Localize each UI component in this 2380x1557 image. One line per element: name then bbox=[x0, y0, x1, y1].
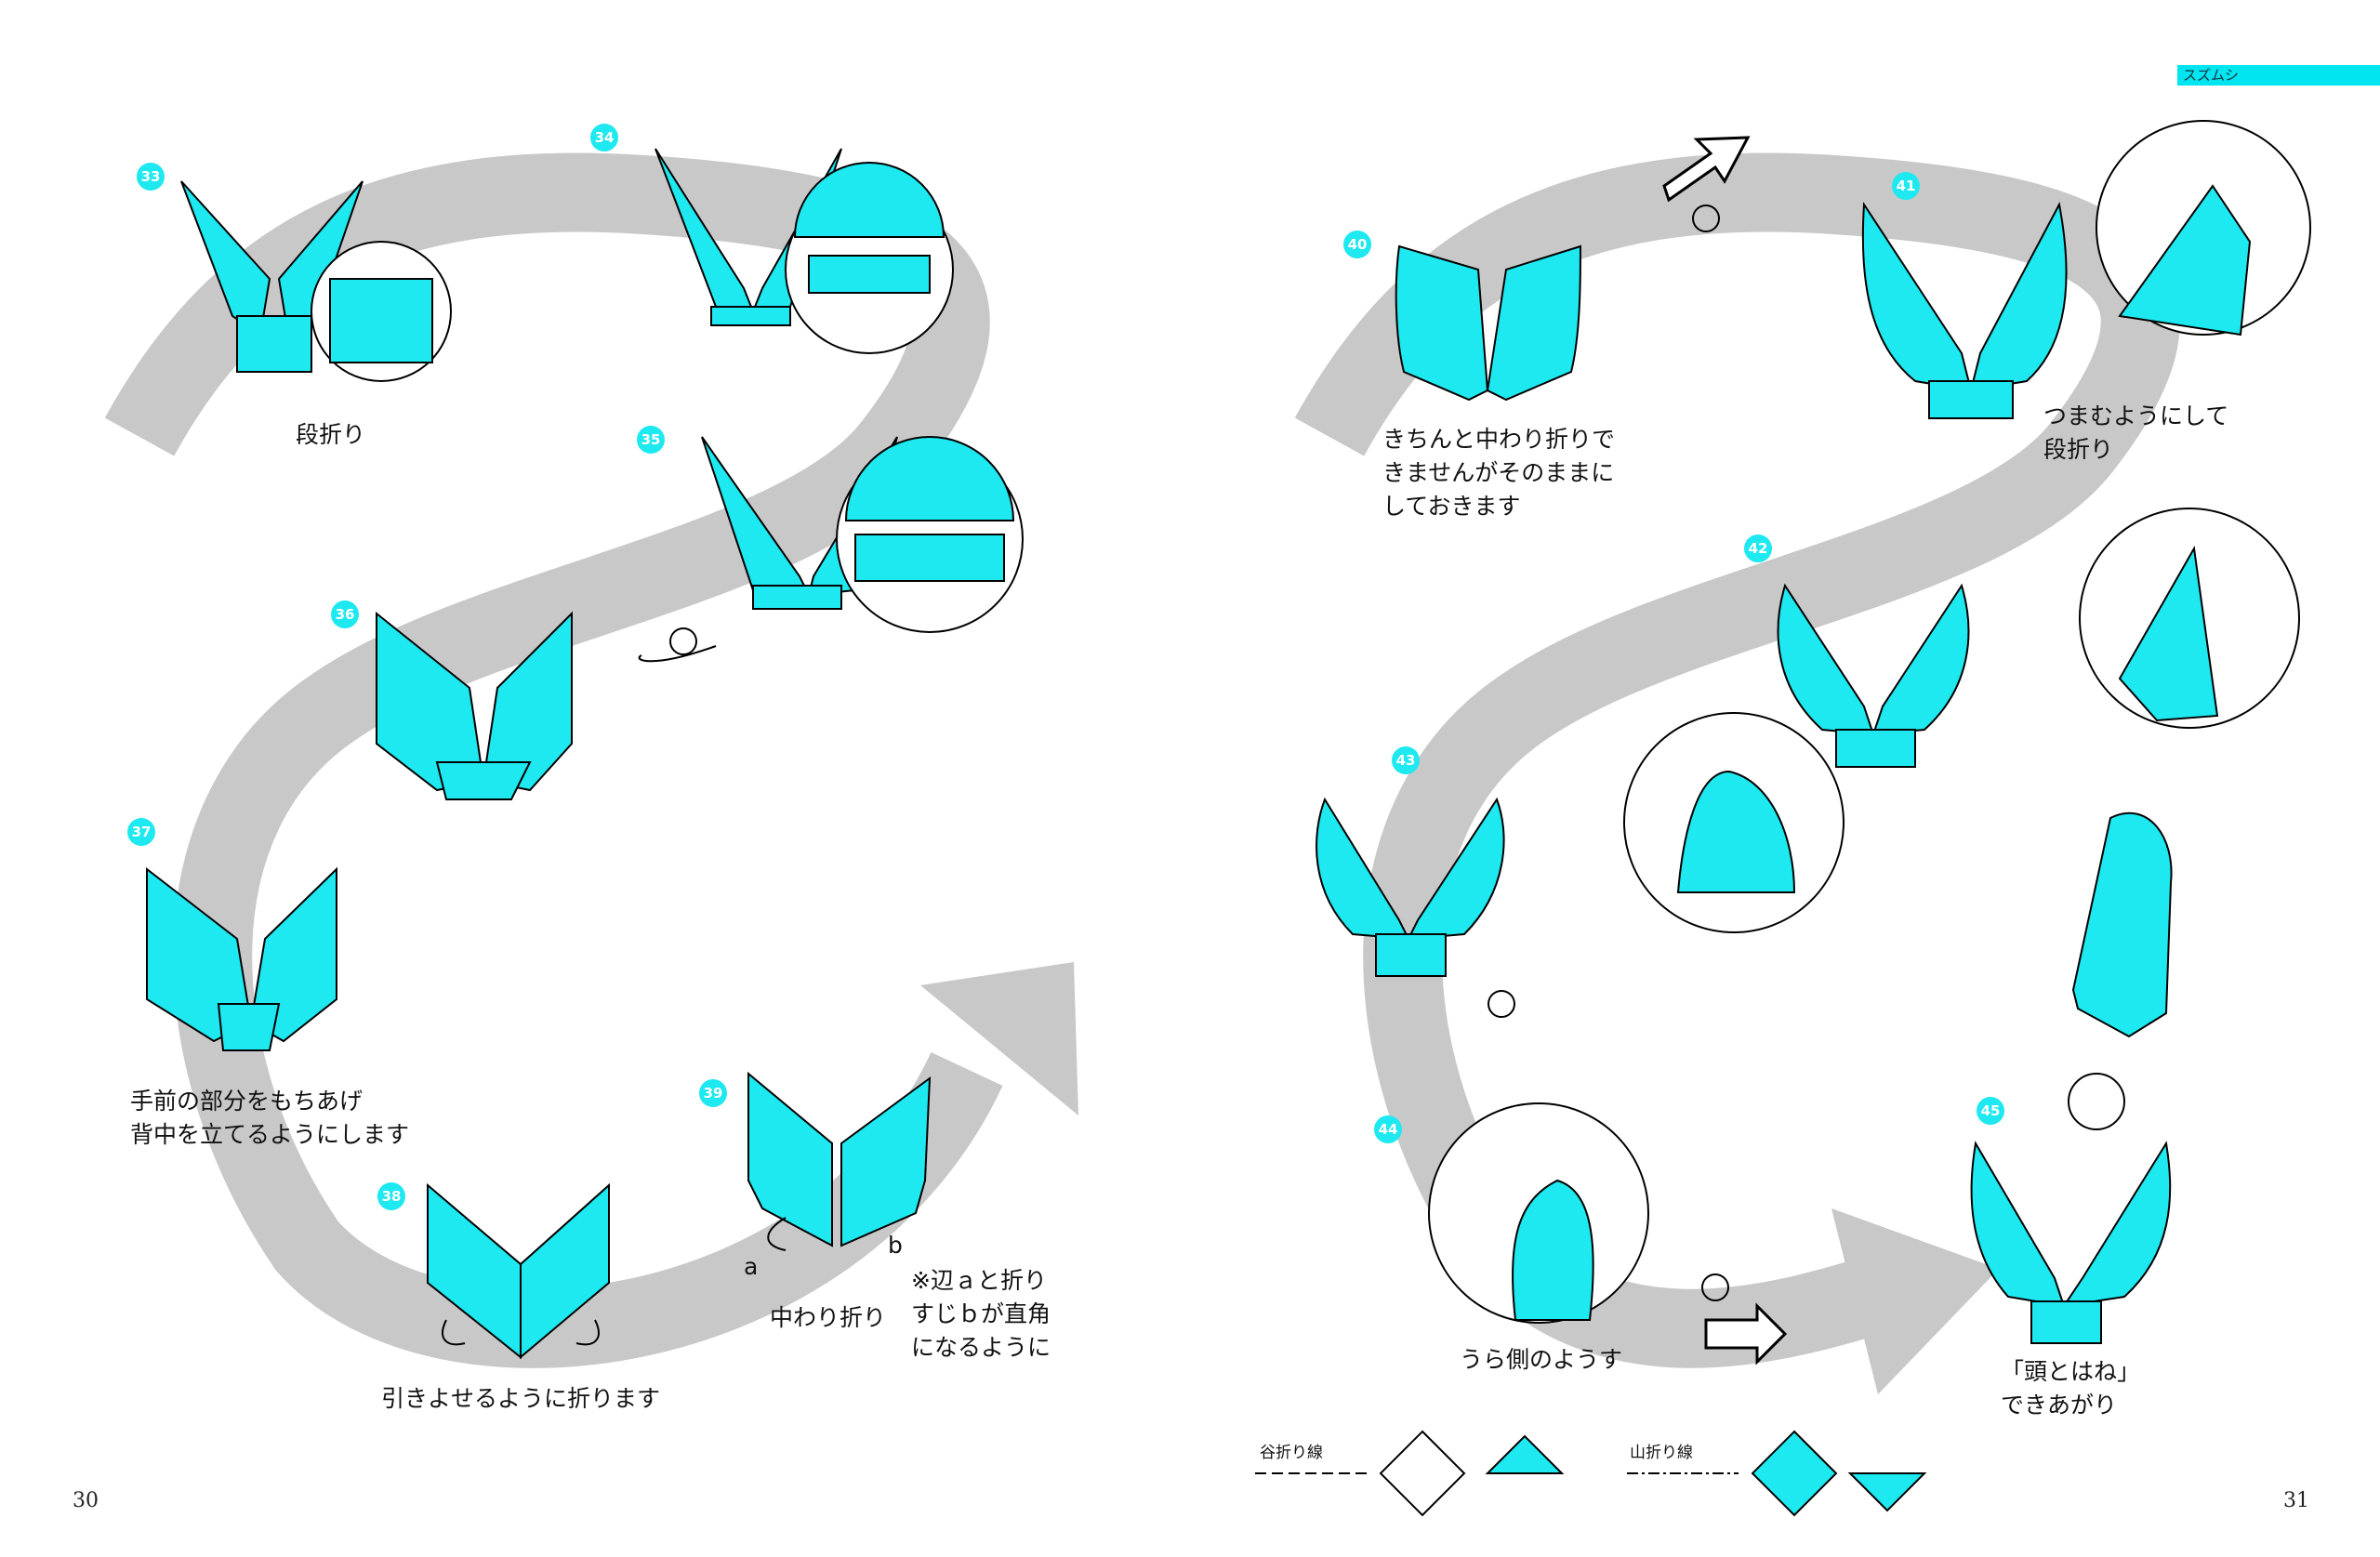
step-badge-35: 35 bbox=[637, 426, 665, 454]
model-33 bbox=[180, 180, 364, 373]
step-badge-44: 44 bbox=[1374, 1115, 1402, 1143]
caption-39-note: ※辺ａと折り すじｂが直角 になるように bbox=[911, 1267, 1051, 1361]
model-41 bbox=[1861, 201, 2068, 419]
step-badge-36: 36 bbox=[331, 600, 359, 628]
step-badge-37: 37 bbox=[127, 818, 155, 846]
model-45 bbox=[1970, 1141, 2172, 1344]
right-page-illustration bbox=[1255, 120, 2311, 1517]
caption-33: 段折り bbox=[296, 421, 366, 448]
label-edge-a: a bbox=[744, 1253, 759, 1280]
left-page-illustration bbox=[104, 148, 1078, 1368]
left-page: 33 34 35 36 37 38 39 段折り 手前の部分をもちあげ 背中を立… bbox=[73, 124, 1078, 1512]
legend-valley-result bbox=[1485, 1434, 1565, 1474]
step-badge-43: 43 bbox=[1392, 746, 1420, 774]
page-number-right: 31 bbox=[2283, 1489, 2309, 1512]
step-badge-40: 40 bbox=[1343, 231, 1371, 258]
model-36 bbox=[376, 611, 573, 800]
model-43 bbox=[1316, 797, 1505, 977]
flow-arrow-head-left bbox=[920, 962, 1078, 1115]
legend-valley-label: 谷折り線 bbox=[1260, 1444, 1323, 1462]
step-badge-38: 38 bbox=[377, 1182, 405, 1210]
section-title-tab: スズムシ bbox=[2177, 65, 2380, 86]
step-badge-41: 41 bbox=[1892, 172, 1920, 200]
page-number-left: 30 bbox=[73, 1489, 99, 1512]
flow-arrow-head-right bbox=[1831, 1208, 1999, 1394]
caption-39: 中わり折り bbox=[770, 1304, 887, 1331]
step-badge-34: 34 bbox=[590, 124, 618, 152]
caption-41: つまむようにして 段折り bbox=[2043, 402, 2229, 463]
right-page: 40 41 42 43 44 45 きちんと中わり折りで きませんがそのままに … bbox=[1190, 0, 2380, 1557]
caption-40: きちんと中わり折りで きませんがそのままに しておきます bbox=[1382, 426, 1616, 520]
model-38 bbox=[427, 1182, 610, 1360]
step-badge-39: 39 bbox=[699, 1079, 727, 1107]
caption-38: 引きよせるように折ります bbox=[381, 1385, 661, 1412]
model-39 bbox=[747, 1071, 932, 1247]
legend-mountain-label: 山折り線 bbox=[1630, 1444, 1693, 1462]
caption-45: 「頭とはね」 できあがり bbox=[2001, 1358, 2141, 1418]
model-40 bbox=[1395, 244, 1582, 402]
step-badge-45: 45 bbox=[1977, 1097, 2004, 1125]
legend-valley-diagram bbox=[1379, 1430, 1466, 1517]
model-side-view bbox=[2071, 811, 2173, 1038]
legend-mountain-diagram bbox=[1751, 1430, 1838, 1517]
flow-path-left bbox=[104, 152, 1003, 1368]
legend-mountain-result bbox=[1847, 1472, 1927, 1512]
step-badge-42: 42 bbox=[1744, 534, 1772, 562]
label-crease-b: b bbox=[888, 1232, 903, 1259]
model-42 bbox=[1777, 583, 1970, 768]
caption-37: 手前の部分をもちあげ 背中を立てるようにします bbox=[130, 1088, 410, 1148]
model-37 bbox=[146, 866, 337, 1051]
step-badge-33: 33 bbox=[137, 163, 165, 191]
caption-44: うら側のようす bbox=[1460, 1346, 1623, 1373]
